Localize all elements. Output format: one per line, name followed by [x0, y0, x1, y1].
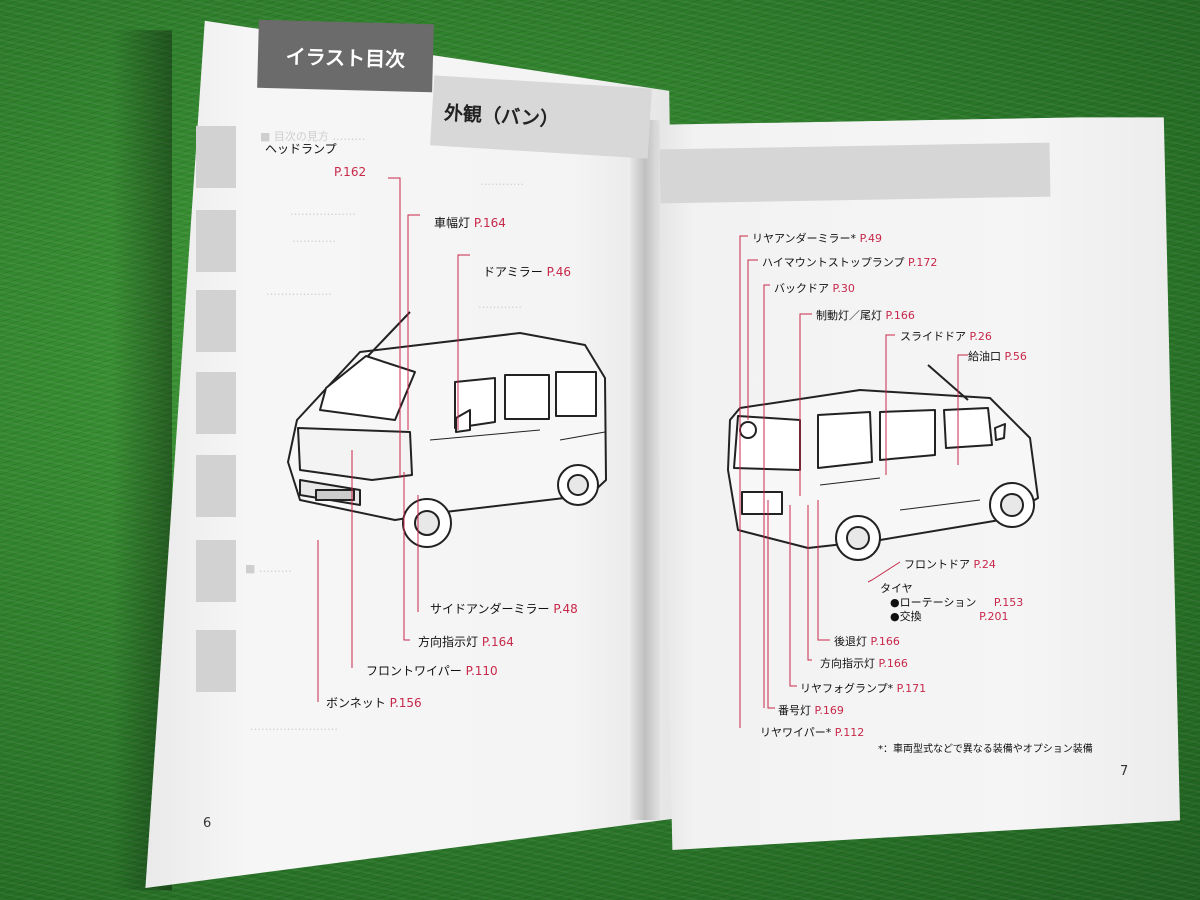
left-leader-lines: [317, 177, 470, 702]
page-ref[interactable]: P.156: [389, 696, 422, 710]
page-ref[interactable]: P.169: [814, 704, 844, 717]
label-headlamp-page: P.162: [334, 165, 366, 179]
book-gutter: [630, 120, 660, 820]
label-replace: ●交換 P.201: [890, 608, 1009, 624]
label-text: リヤフォグランプ*: [800, 682, 894, 695]
label-slide-door: スライドドア P.26: [900, 328, 992, 344]
page-ref[interactable]: P.171: [896, 682, 927, 695]
label-rotation: ●ローテーション P.153: [890, 594, 1023, 610]
label-rear-under-mirror: リヤアンダーミラー* P.49: [752, 230, 882, 246]
label-text: リヤアンダーミラー*: [752, 232, 857, 245]
label-text: 給油口: [968, 350, 1001, 363]
label-text: タイヤ: [880, 582, 913, 595]
label-backup-lamp: 後退灯 P.166: [834, 633, 900, 649]
page-ref[interactable]: P.24: [973, 558, 996, 571]
label-text: フロントワイパー: [366, 664, 462, 678]
faint-text: ………………: [290, 205, 356, 218]
footnote: *：車両型式などで異なる装備やオプション装備: [878, 744, 1093, 755]
page-ref[interactable]: P.112: [834, 726, 865, 739]
page-ref[interactable]: P.26: [969, 330, 992, 343]
side-tab: [196, 210, 236, 272]
label-high-mount-stop: ハイマウントストップランプ P.172: [762, 254, 937, 270]
page-ref[interactable]: P.166: [870, 635, 900, 648]
label-turn-signal-front: 方向指示灯 P.164: [418, 633, 514, 650]
label-bonnet: ボンネット P.156: [326, 694, 422, 711]
label-text: ヘッドランプ: [265, 142, 337, 156]
right-leader-lines: [739, 235, 968, 728]
label-text: 方向指示灯: [820, 657, 875, 670]
label-text: 制動灯／尾灯: [816, 309, 882, 322]
page-ref[interactable]: P.56: [1004, 350, 1027, 363]
label-back-door: バックドア P.30: [774, 280, 855, 296]
faint-text: …………: [480, 175, 524, 188]
page-ref[interactable]: P.48: [553, 602, 578, 616]
label-text: フロントドア: [904, 558, 970, 571]
label-text: ハイマウントストップランプ: [762, 256, 905, 269]
faint-text: ■ ………: [245, 562, 292, 575]
label-fuel-inlet: 給油口 P.56: [968, 348, 1027, 364]
faint-text: …………: [292, 232, 336, 245]
label-brake-tail: 制動灯／尾灯 P.166: [816, 307, 915, 323]
label-front-door: フロントドア P.24: [904, 556, 996, 572]
page-ref[interactable]: P.46: [546, 265, 572, 279]
side-tab: [196, 372, 236, 434]
label-text: ボンネット: [326, 696, 386, 710]
page-ref[interactable]: P.110: [465, 664, 498, 678]
page-ref[interactable]: P.164: [473, 216, 506, 230]
label-turn-signal-rear: 方向指示灯 P.166: [820, 655, 908, 671]
page-ref[interactable]: P.166: [878, 657, 908, 670]
van-rear-illustration: [727, 364, 1039, 561]
side-tab: [196, 630, 236, 692]
label-side-under-mirror: サイドアンダーミラー P.48: [430, 600, 578, 617]
label-text: ドアミラー: [483, 265, 543, 279]
label-headlamp: ヘッドランプ: [265, 140, 337, 157]
left-page-number: 6: [203, 816, 212, 831]
label-text: ●ローテーション: [890, 596, 977, 609]
label-text: ●交換: [890, 610, 922, 623]
label-text: 車幅灯: [434, 216, 471, 230]
label-text: 方向指示灯: [418, 635, 479, 649]
page-ref[interactable]: P.166: [885, 309, 915, 322]
page-ref[interactable]: P.164: [481, 635, 514, 649]
label-rear-wiper: リヤワイパー* P.112: [760, 724, 864, 740]
label-front-wiper: フロントワイパー P.110: [366, 662, 498, 679]
label-rear-fog: リヤフォグランプ* P.171: [800, 680, 926, 696]
label-text: サイドアンダーミラー: [430, 602, 550, 616]
label-door-mirror: ドアミラー P.46: [483, 263, 571, 280]
page-ref[interactable]: P.30: [832, 282, 855, 295]
page-ref[interactable]: P.49: [859, 232, 882, 245]
side-tab: [196, 290, 236, 352]
van-front-illustration: [287, 311, 607, 548]
faint-text: ………………: [266, 285, 332, 298]
label-side-marker: 車幅灯 P.164: [434, 214, 506, 231]
faint-text: …………: [478, 298, 522, 311]
label-text: リヤワイパー*: [760, 726, 832, 739]
faint-text: ……………………: [250, 720, 338, 733]
label-text: 番号灯: [778, 704, 811, 717]
faint-text: ■ 目次の見方 ………: [260, 130, 366, 143]
page-ref[interactable]: P.162: [334, 165, 367, 179]
label-tire: タイヤ: [880, 580, 913, 596]
page-ref[interactable]: P.172: [907, 256, 938, 269]
label-text: 後退灯: [834, 635, 867, 648]
side-tab: [196, 540, 236, 602]
label-text: スライドドア: [900, 330, 966, 343]
page-ref[interactable]: P.153: [993, 596, 1024, 609]
label-license-lamp: 番号灯 P.169: [778, 702, 844, 718]
label-text: バックドア: [774, 282, 829, 295]
side-tab: [196, 455, 236, 517]
side-tab: [196, 126, 236, 188]
right-page-number: 7: [1120, 764, 1129, 779]
page-ref[interactable]: P.201: [979, 610, 1009, 623]
